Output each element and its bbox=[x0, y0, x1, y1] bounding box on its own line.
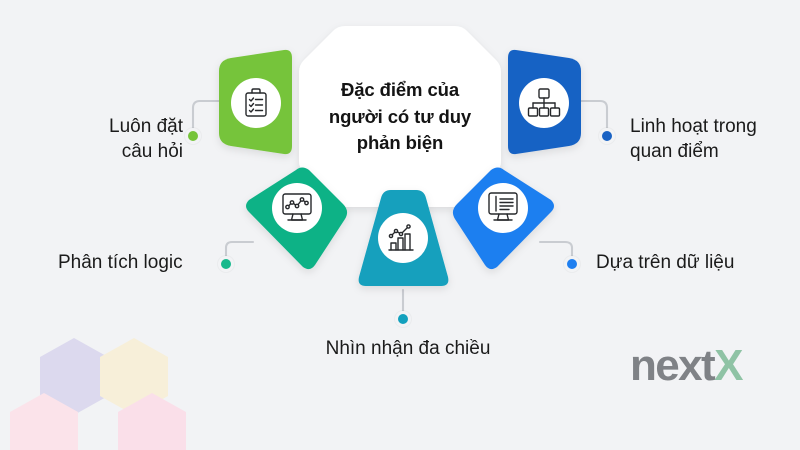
logo-text-x: X bbox=[714, 341, 743, 390]
connector-question bbox=[191, 99, 231, 138]
nextx-logo: nextX bbox=[630, 341, 743, 390]
logo-text-next: next bbox=[630, 341, 716, 390]
hexagon-pink-right bbox=[118, 393, 186, 450]
icon-badge-multiview bbox=[378, 213, 428, 263]
dot-multiview bbox=[395, 311, 411, 327]
dot-data bbox=[564, 256, 580, 272]
page-title: Đặc điểm của người có tư duy phản biện bbox=[328, 78, 472, 154]
dot-flexible bbox=[599, 128, 615, 144]
icon-badge-logic bbox=[272, 183, 322, 233]
hexagon-pink-left bbox=[10, 393, 78, 450]
connector-logic bbox=[224, 240, 255, 260]
label-phan-tich-logic: Phân tích logic bbox=[58, 252, 183, 273]
label-luon-dat-cau-hoi: Luôn đặt câu hỏi bbox=[109, 116, 183, 163]
icon-badge-data bbox=[478, 183, 528, 233]
hexagon-lavender bbox=[40, 338, 108, 415]
monitor-analytics-icon bbox=[282, 193, 312, 215]
dot-logic bbox=[218, 256, 234, 272]
center-node: Đặc điểm của người có tư duy phản biện bbox=[300, 24, 500, 210]
center-octagon bbox=[299, 26, 501, 207]
connector-flexible bbox=[569, 99, 609, 138]
monitor-document-icon bbox=[488, 192, 518, 215]
label-linh-hoat-trong-quan-diem: Linh hoạt trong quan điểm bbox=[630, 116, 757, 163]
icon-badge-flexible bbox=[519, 78, 569, 128]
bar-chart-trend-icon bbox=[388, 224, 414, 251]
clipboard-checklist-icon bbox=[245, 92, 267, 117]
connector-data bbox=[538, 240, 574, 260]
dot-question bbox=[185, 128, 201, 144]
label-dua-tren-du-lieu: Dựa trên dữ liệu bbox=[596, 252, 735, 273]
icon-badge-question bbox=[231, 78, 281, 128]
label-nhin-nhan-da-chieu: Nhìn nhận đa chiều bbox=[325, 338, 491, 359]
